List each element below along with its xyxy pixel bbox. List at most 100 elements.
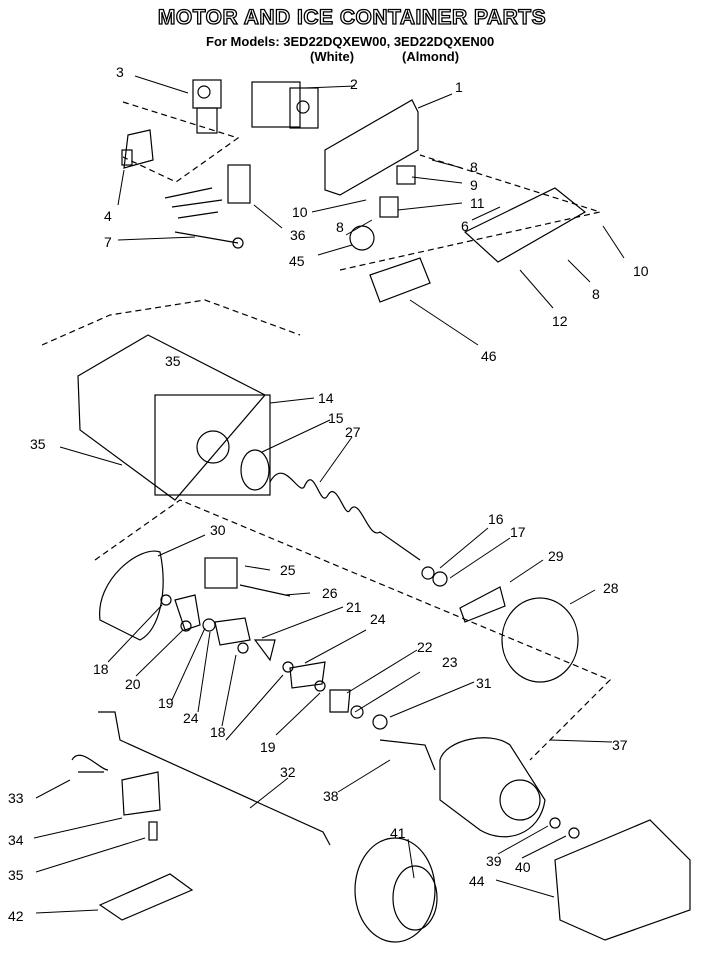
callout-42: 42 — [8, 908, 24, 924]
housing-part-44 — [554, 819, 691, 941]
callout-35: 35 — [165, 353, 181, 369]
callout-34: 34 — [8, 832, 24, 848]
callout-7: 7 — [104, 234, 112, 250]
callout-31: 31 — [476, 675, 492, 691]
leader-lines — [33, 75, 625, 914]
callout-8b: 8 — [336, 219, 344, 235]
blade-part-25 — [204, 557, 238, 589]
callout-37: 37 — [612, 737, 628, 753]
callout-21: 21 — [346, 599, 362, 615]
screw-part-35 — [148, 821, 158, 841]
callout-9: 9 — [470, 177, 478, 193]
color-almond-label: (Almond) — [402, 49, 460, 64]
auger-part-27 — [269, 472, 421, 561]
callout-27: 27 — [345, 424, 361, 440]
motor-hub — [499, 779, 541, 821]
cover-part-12 — [463, 187, 587, 263]
callout-8: 8 — [470, 159, 478, 175]
models-line: For Models: 3ED22DQXEW00, 3ED22DQXEN00 — [206, 34, 495, 49]
callout-36: 36 — [290, 227, 306, 243]
callout-18b: 18 — [210, 724, 226, 740]
harness-part-7 — [164, 187, 239, 244]
nut-part-17 — [432, 571, 448, 587]
callout-16: 16 — [488, 511, 504, 527]
diagram-title: MOTOR AND ICE CONTAINER PARTS — [157, 5, 547, 29]
solenoid-part-3 — [192, 79, 222, 134]
callout-19: 19 — [158, 695, 174, 711]
callout-10: 10 — [292, 204, 308, 220]
callout-44: 44 — [469, 873, 485, 889]
callout-14: 14 — [318, 390, 334, 406]
bracket-part-1 — [324, 99, 419, 196]
callout-24: 24 — [370, 611, 386, 627]
dashed-outline-container — [41, 299, 301, 346]
dashed-outline-crusher — [94, 499, 612, 761]
washer-part-39 — [549, 817, 561, 829]
callout-46: 46 — [481, 348, 497, 364]
link-part-38 — [379, 739, 436, 771]
callout-22: 22 — [417, 639, 433, 655]
bracket-part-34 — [121, 771, 161, 816]
switch-part-9 — [396, 165, 416, 185]
bar-part-32 — [98, 711, 331, 846]
washer-part-16 — [421, 566, 435, 580]
spacers-group — [160, 594, 388, 730]
shaft-part-26 — [239, 584, 291, 597]
motor-part-37 — [439, 737, 546, 838]
callout-23: 23 — [442, 654, 458, 670]
callout-25: 25 — [280, 562, 296, 578]
bracket-part-4 — [121, 129, 154, 169]
motor-part-2 — [251, 81, 319, 129]
callout-33: 33 — [8, 790, 24, 806]
callout-35c: 35 — [8, 867, 24, 883]
callout-26: 26 — [322, 585, 338, 601]
color-white-label: (White) — [310, 49, 355, 64]
bulb-part-45 — [349, 225, 375, 251]
callout-15: 15 — [328, 410, 344, 426]
callout-35b: 35 — [30, 436, 46, 452]
coupling-ring — [392, 865, 438, 931]
container-port — [196, 430, 230, 464]
fan-part-28 — [501, 597, 579, 683]
nut-part-40 — [568, 827, 580, 839]
blades-group — [174, 594, 351, 713]
callout-8c: 8 — [592, 286, 600, 302]
callout-1: 1 — [455, 79, 463, 95]
label-part-36 — [227, 164, 251, 204]
callout-6: 6 — [461, 218, 469, 234]
callout-39: 39 — [486, 853, 502, 869]
bracket-part-29 — [459, 586, 506, 623]
callout-2: 2 — [350, 76, 358, 92]
callout-11: 11 — [470, 195, 485, 211]
callout-41: 41 — [390, 825, 406, 841]
callout-3: 3 — [116, 64, 124, 80]
bearing-part-15 — [240, 449, 270, 491]
plate-part-30 — [99, 550, 164, 641]
dashed-outline-top — [122, 101, 603, 271]
callout-4: 4 — [104, 208, 112, 224]
container-part-14 — [77, 334, 266, 501]
callout-30: 30 — [210, 522, 226, 538]
container-end — [154, 394, 271, 496]
callout-labels: 3 2 1 8 9 4 11 10 36 6 7 8 45 10 8 12 46… — [8, 64, 649, 924]
callout-28: 28 — [603, 580, 619, 596]
coupling-part-41 — [354, 837, 436, 943]
plate-part-42 — [98, 873, 194, 921]
switch-part-11 — [379, 196, 399, 218]
callout-18: 18 — [93, 661, 109, 677]
callout-38: 38 — [323, 788, 339, 804]
callout-20: 20 — [125, 676, 141, 692]
callout-29: 29 — [548, 548, 564, 564]
callout-24b: 24 — [183, 710, 199, 726]
shield-part-46 — [369, 257, 431, 303]
callout-40: 40 — [515, 859, 531, 875]
callout-32: 32 — [280, 764, 296, 780]
callout-19b: 19 — [260, 739, 276, 755]
harness-plug — [232, 237, 244, 249]
callout-12: 12 — [552, 313, 568, 329]
callout-17: 17 — [510, 524, 526, 540]
spring-part-33 — [71, 754, 109, 773]
callout-45: 45 — [289, 253, 305, 269]
callout-10b: 10 — [633, 263, 649, 279]
